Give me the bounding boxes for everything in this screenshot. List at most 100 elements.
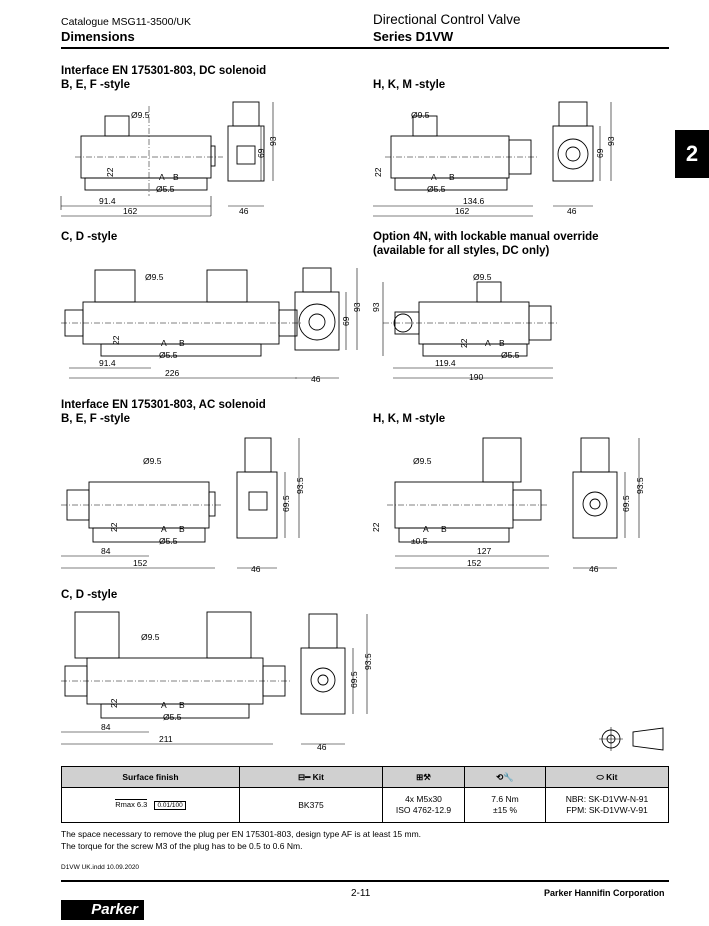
left-plug: [74, 611, 120, 659]
table-header-row: Surface finish ⊟━ Kit ⊞⚒ ⟲🔧 ⬭ Kit: [61, 766, 669, 788]
company-name: Parker Hannifin Corporation: [544, 888, 665, 898]
side-view-coil: [557, 138, 589, 170]
header-seal-kit: ⬭ Kit: [545, 766, 669, 788]
dim-base-height: 22: [373, 167, 383, 177]
valve-base: [92, 527, 206, 543]
kit-cell: BK375: [239, 787, 383, 823]
note-plug-space: The space necessary to remove the plug p…: [61, 829, 422, 839]
dim-total-length: 211: [159, 734, 173, 744]
dim-port-diameter: Ø9.5: [473, 272, 492, 282]
section-title: Dimensions: [61, 29, 135, 44]
ac-interface-heading: Interface EN 175301-803, AC solenoid B, …: [61, 398, 266, 426]
dim-port-diameter: Ø9.5: [145, 272, 164, 282]
dim-total-length: 152: [467, 558, 481, 568]
dim-base-height: 22: [371, 522, 381, 532]
header-screws: ⊞⚒: [382, 766, 465, 788]
dim-length-a: 84: [101, 722, 111, 732]
ac-bef-style-label: B, E, F -style: [61, 413, 131, 425]
side-view-plug: [244, 437, 272, 473]
dim-height-93-5: 93.5: [295, 477, 305, 494]
dc-interface-title: Interface EN 175301-803, DC solenoid: [61, 65, 267, 77]
port-b-label: B: [173, 172, 179, 182]
ac-cd-style-label: C, D -style: [61, 589, 118, 601]
parker-logo: Parker: [61, 900, 144, 920]
right-plug: [206, 269, 248, 303]
port-b-label: B: [179, 338, 185, 348]
dim-base-height: 22: [105, 167, 115, 177]
dim-length-a: 91.4: [99, 358, 116, 368]
drawing-dc-cd: Ø9.5 22 A B Ø5.5 91.4 226 69 93 46: [61, 267, 362, 384]
side-view-plug: [580, 437, 610, 473]
catalogue-number: Catalogue MSG11-3500/UK: [61, 16, 191, 28]
header-torque: ⟲🔧: [464, 766, 546, 788]
dim-base-height: 22: [109, 522, 119, 532]
drawing-option-4n: Ø9.5 22 A B Ø5.5 119.4 190 93: [371, 272, 557, 382]
series-title: Series D1VW: [373, 29, 454, 44]
option-4n-subtitle: (available for all styles, DC only): [373, 245, 550, 257]
surface-finish-cell: Rmax 6.3 0.01/100: [61, 787, 240, 823]
connector-plug: [476, 281, 502, 303]
valve-base: [422, 343, 528, 357]
dim-base-height: 22: [111, 335, 121, 345]
valve-base: [84, 177, 208, 191]
connector-plug: [104, 115, 130, 137]
port-a-label: A: [423, 524, 429, 534]
manual-override: [208, 491, 216, 517]
dim-length-a: 91.4: [99, 196, 116, 206]
dim-bolt-diameter: Ø5.5: [427, 184, 446, 194]
left-plug: [94, 269, 136, 303]
valve-base: [394, 177, 508, 191]
port-a-label: A: [161, 338, 167, 348]
roughness-symbol: Rmax 6.3: [115, 799, 148, 809]
dim-total-length: 162: [455, 206, 469, 216]
note-plug-torque: The torque for the screw M3 of the plug …: [61, 841, 303, 851]
dim-bolt-diameter: Ø5.5: [163, 712, 182, 722]
dim-height-69-5: 69.5: [281, 495, 291, 512]
dim-port-diameter: Ø9.5: [131, 110, 150, 120]
dim-total-length: 226: [165, 368, 179, 378]
header-kit: ⊟━ Kit: [239, 766, 383, 788]
dim-base-height: 22: [109, 698, 119, 708]
ac-interface-title: Interface EN 175301-803, AC solenoid: [61, 399, 266, 411]
dim-width-46: 46: [239, 206, 249, 216]
header-rule: [61, 47, 669, 49]
valve-base: [100, 343, 262, 357]
option-4n-title: Option 4N, with lockable manual override: [373, 231, 599, 243]
port-a-label: A: [485, 338, 491, 348]
dim-width-46: 46: [589, 564, 599, 574]
dim-height-69-5: 69.5: [621, 495, 631, 512]
dim-width-46: 46: [251, 564, 261, 574]
port-b-label: B: [441, 524, 447, 534]
dim-total-length: 152: [133, 558, 147, 568]
connector-plug: [482, 437, 522, 483]
port-b-label: B: [179, 524, 185, 534]
side-view-coil: [236, 145, 256, 165]
drawing-dc-hkm: Ø9.5 22 A B Ø5.5 134.6 162 69 93 46: [373, 101, 616, 217]
dim-length-a: 134.6: [463, 196, 485, 206]
dim-height-69: 69: [341, 316, 351, 326]
table-row: Rmax 6.3 0.01/100 BK375 4x M5x30 ISO 476…: [61, 787, 669, 823]
drawing-ac-cd: Ø9.5 22 A B Ø5.5 84 211 69.5 93.5 46: [61, 611, 373, 752]
flatness-tolerance: 0.01/100: [154, 801, 186, 810]
dim-length-a: 119.4: [435, 358, 456, 368]
projection-symbol: [599, 727, 664, 751]
dim-bolt-diameter: Ø5.5: [159, 536, 178, 546]
dim-length-a: 127: [477, 546, 491, 556]
dc-hkm-style-label: H, K, M -style: [373, 79, 446, 91]
bolt-kit-icon: ⊟━: [298, 771, 311, 782]
port-b-label: B: [449, 172, 455, 182]
port-a-label: A: [431, 172, 437, 182]
option-4n-heading: Option 4N, with lockable manual override…: [373, 230, 599, 258]
dim-bolt-diameter: Ø5.5: [501, 350, 520, 360]
dim-bolt-diameter: Ø5.5: [156, 184, 175, 194]
ac-hkm-style-label: H, K, M -style: [373, 413, 446, 425]
side-view-plug: [558, 101, 588, 127]
dc-bef-style-label: B, E, F -style: [61, 79, 131, 91]
o-ring-icon: ⬭: [596, 771, 604, 782]
product-title: Directional Control Valve: [373, 12, 521, 27]
dim-port-diameter: Ø9.5: [413, 456, 432, 466]
drawing-ac-bef: Ø9.5 22 A B Ø5.5 84 152 69.5 93.5 46: [61, 437, 305, 574]
port-a-label: A: [159, 172, 165, 182]
footer-file: D1VW UK.indd 10.09.2020: [61, 864, 140, 871]
torque-wrench-icon: ⟲🔧: [496, 771, 514, 782]
